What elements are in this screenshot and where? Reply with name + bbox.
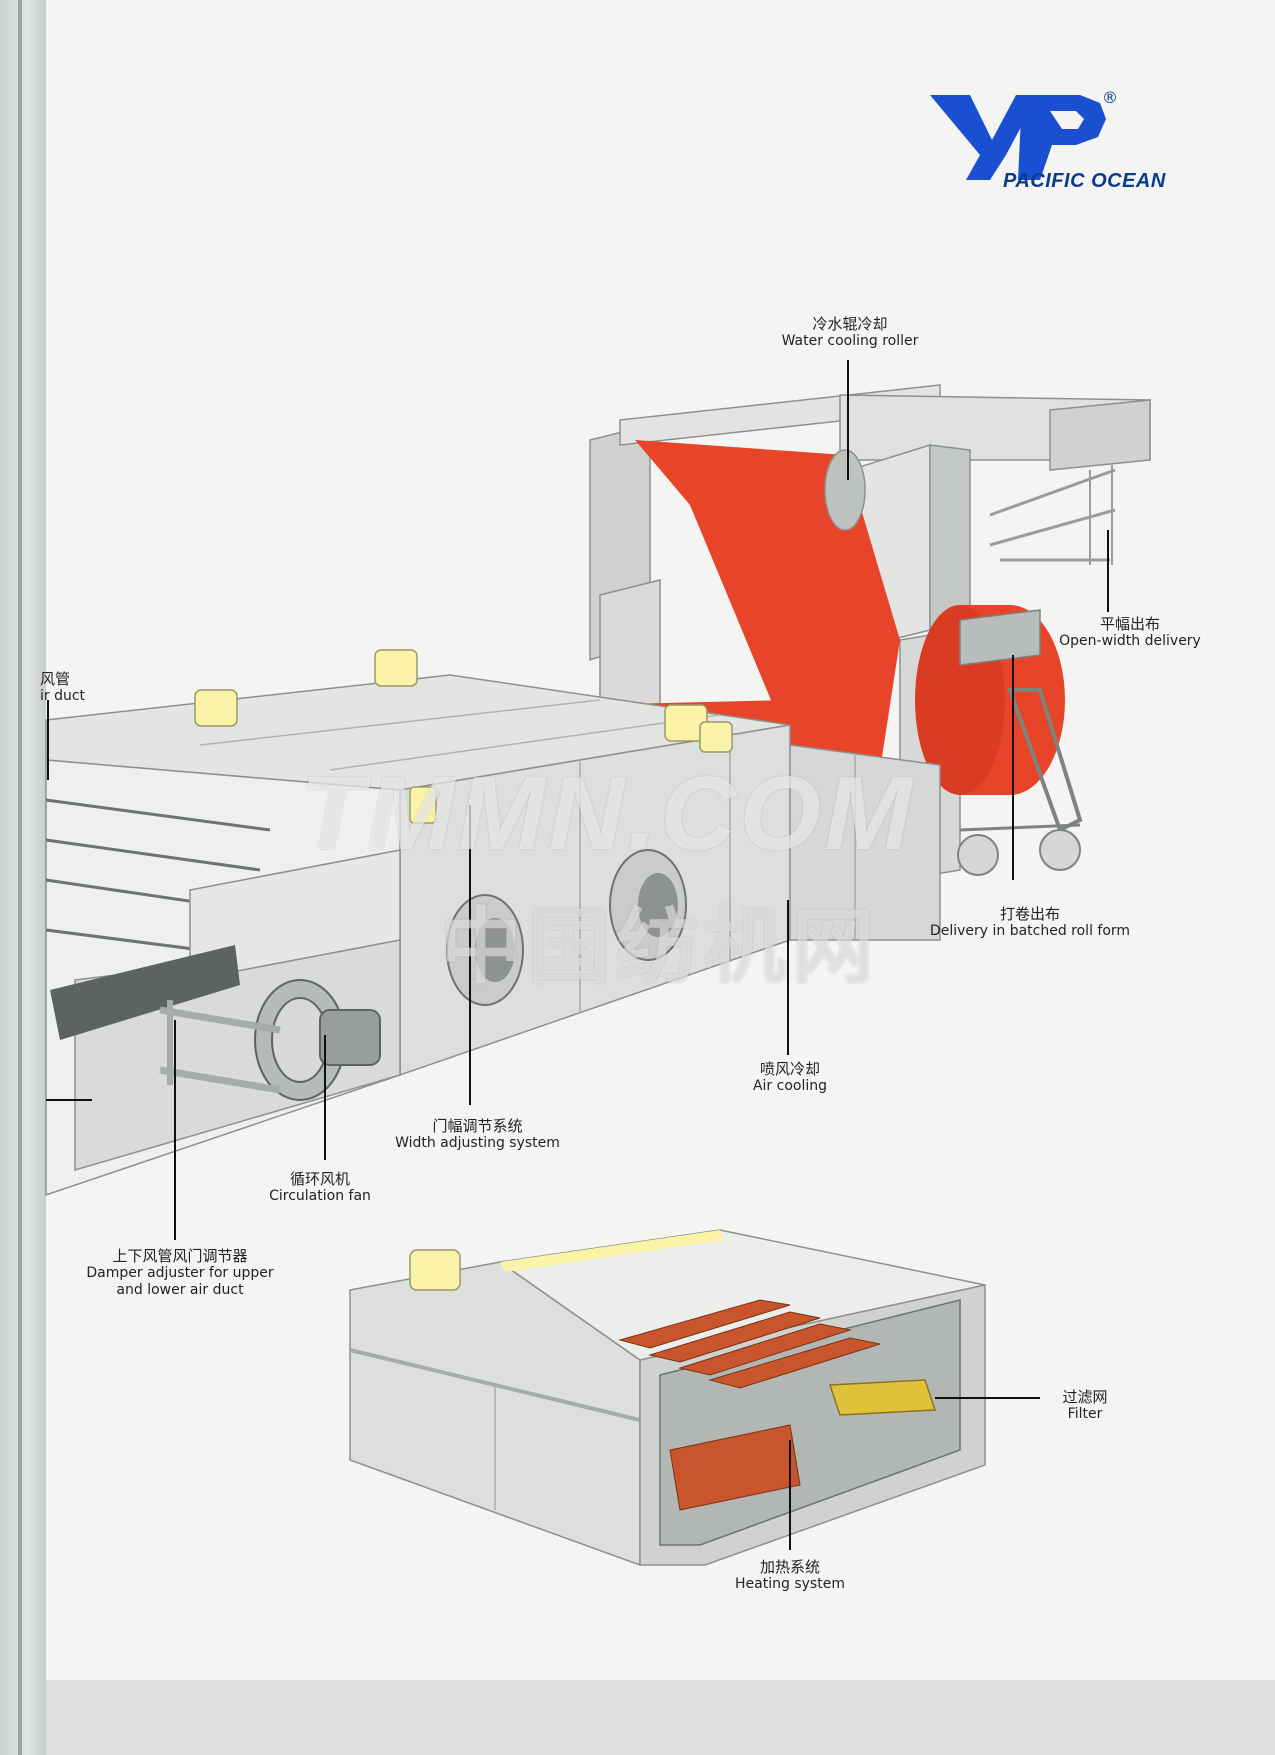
page-bottom-band — [46, 1680, 1275, 1755]
label-width-adjusting-system: 门幅调节系统 Width adjusting system — [395, 1117, 560, 1151]
binding-edge — [0, 0, 46, 1755]
label-air-duct: 风管 ir duct — [40, 670, 86, 704]
label-water-cooling-roller: 冷水辊冷却 Water cooling roller — [781, 315, 919, 349]
label-batched-roll-delivery: 打卷出布 Delivery in batched roll form — [929, 905, 1131, 939]
water-cooling-roller — [824, 449, 866, 531]
brand-name: PACIFIC OCEAN — [1003, 170, 1166, 192]
batching-roll — [915, 605, 1083, 876]
watermark-url: TMMN.COM — [300, 756, 916, 872]
label-filter: 过滤网 Filter — [1062, 1388, 1108, 1422]
top-motors — [194, 649, 733, 824]
label-heating-system: 加热系统 Heating system — [735, 1558, 845, 1592]
label-open-width-delivery: 平幅出布 Open-width delivery — [1059, 615, 1201, 649]
registered-mark: ® — [1102, 88, 1118, 107]
chamber-cross-section — [349, 1229, 986, 1567]
label-damper-adjuster: 上下风管风门调节器 Damper adjuster for upper and … — [86, 1247, 274, 1298]
label-circulation-fan: 循环风机 Circulation fan — [269, 1170, 371, 1204]
label-air-cooling: 喷风冷却 Air cooling — [752, 1060, 828, 1094]
binding-line — [18, 0, 22, 1755]
leader-lines — [46, 360, 1109, 1550]
brand-logo — [930, 95, 1106, 180]
watermark-cn: 中国纺机网 — [440, 900, 881, 995]
